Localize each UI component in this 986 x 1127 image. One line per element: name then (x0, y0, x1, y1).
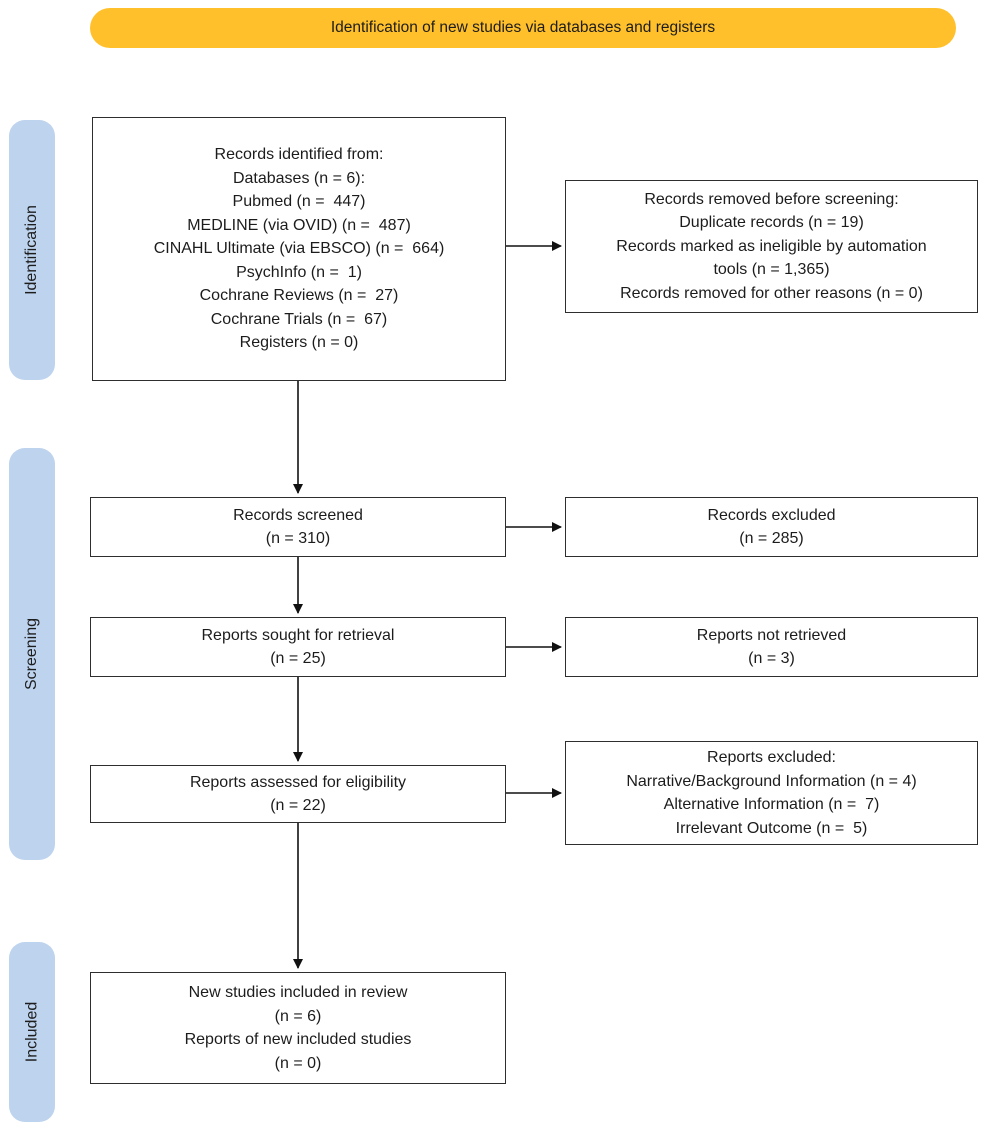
stage-label-included: Included (9, 942, 55, 1122)
stage-label-text: Screening (23, 617, 41, 691)
stage-label-screening: Screening (9, 448, 55, 860)
box-line: Records screened (233, 506, 363, 524)
banner-identification-new-studies: Identification of new studies via databa… (90, 8, 956, 48)
box-line: Records removed before screening: (644, 190, 899, 208)
box-line: MEDLINE (via OVID) (n = 487) (187, 216, 411, 234)
box-line: Narrative/Background Information (n = 4) (626, 772, 917, 790)
box-line: Alternative Information (n = 7) (663, 796, 880, 813)
new-studies-included-box: New studies included in review (n = 6) R… (90, 972, 506, 1084)
records-identified-box: Records identified from: Databases (n = … (92, 117, 506, 381)
box-line: tools (n = 1,365) (713, 261, 830, 279)
records-removed-before-screening-box: Records removed before screening: Duplic… (565, 180, 978, 313)
box-line: (n = 22) (270, 797, 326, 814)
box-line: Records marked as ineligible by automati… (616, 237, 927, 255)
records-excluded-box: Records excluded (n = 285) (565, 497, 978, 557)
box-line: CINAHL Ultimate (via EBSCO) (n = 664) (153, 240, 445, 258)
box-line: Irrelevant Outcome (n = 5) (675, 819, 868, 837)
records-screened-box: Records screened (n = 310) (90, 497, 506, 557)
box-line: Reports of new included studies (184, 1031, 412, 1048)
box-line: Reports assessed for eligibility (189, 773, 407, 791)
banner-label: Identification of new studies via databa… (330, 19, 716, 36)
stage-label-identification: Identification (9, 120, 55, 380)
box-line: PsychInfo (n = 1) (236, 263, 362, 281)
reports-assessed-box: Reports assessed for eligibility (n = 22… (90, 765, 506, 823)
reports-excluded-box: Reports excluded: Narrative/Background I… (565, 741, 978, 845)
reports-not-retrieved-box: Reports not retrieved (n = 3) (565, 617, 978, 677)
box-line: Cochrane Trials (n = 67) (210, 310, 388, 328)
box-line: (n = 3) (748, 650, 795, 667)
box-line: (n = 310) (265, 530, 331, 547)
box-line: (n = 285) (739, 530, 804, 547)
box-line: Reports excluded: (707, 749, 836, 766)
box-line: Records removed for other reasons (n = 0… (620, 284, 923, 302)
box-line: Pubmed (n = 447) (232, 193, 366, 211)
box-line: New studies included in review (188, 984, 408, 1001)
box-line: (n = 0) (274, 1054, 322, 1072)
box-line: Reports not retrieved (696, 626, 847, 644)
reports-sought-box: Reports sought for retrieval (n = 25) (90, 617, 506, 677)
box-line: Cochrane Reviews (n = 27) (199, 287, 399, 305)
box-line: Duplicate records (n = 19) (679, 214, 864, 232)
box-line: (n = 25) (270, 650, 326, 667)
box-line: Records identified from: (214, 146, 384, 164)
box-line: Reports sought for retrieval (201, 626, 395, 644)
box-line: Registers (n = 0) (239, 334, 359, 352)
box-line: Records excluded (707, 506, 836, 524)
box-line: (n = 6) (274, 1007, 322, 1025)
stage-label-text: Identification (23, 205, 40, 295)
stage-label-text: Included (23, 1001, 40, 1063)
box-line: Databases (n = 6): (232, 169, 366, 187)
